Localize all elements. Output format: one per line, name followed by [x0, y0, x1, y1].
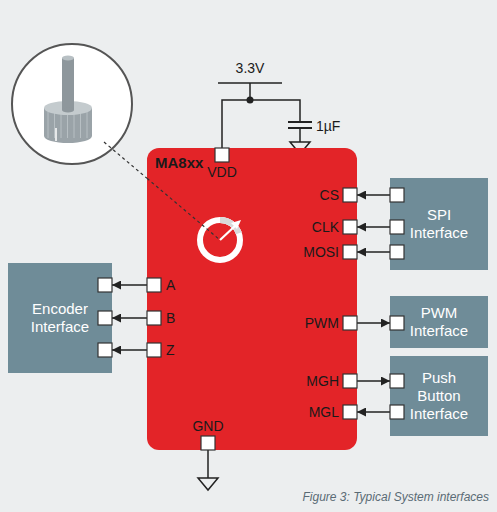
- pin-pad: [343, 316, 357, 330]
- pin-pad: [343, 374, 357, 388]
- signal-arrow: [357, 380, 390, 382]
- pin-pad: [390, 220, 404, 234]
- pin-name: PWM: [305, 315, 339, 331]
- interface-box: Push Button Interface: [390, 356, 488, 436]
- pin-pad: [98, 278, 112, 292]
- pin-pad: [390, 188, 404, 202]
- pin-pad: [343, 188, 357, 202]
- pin-pad: [390, 316, 404, 330]
- supply-voltage: 3.3V: [236, 60, 265, 76]
- signal-arrow: [357, 411, 390, 413]
- pin-name: B: [166, 310, 175, 326]
- interface-box: SPI Interface: [390, 178, 488, 270]
- pin-pad: [98, 343, 112, 357]
- pin-pad: [343, 220, 357, 234]
- pin-pad: [390, 374, 404, 388]
- interface-name: SPI Interface: [406, 206, 472, 242]
- signal-arrow: [357, 322, 390, 324]
- pin-pad: [147, 343, 161, 357]
- interface-name: PWM Interface: [406, 304, 472, 340]
- pin-name: CS: [320, 187, 339, 203]
- pin-pad: [147, 311, 161, 325]
- pin-pad: [390, 405, 404, 419]
- signal-arrow: [357, 194, 390, 196]
- pin-pad: [390, 245, 404, 259]
- pin-name: CLK: [312, 219, 339, 235]
- pin-pad: [98, 311, 112, 325]
- interface-box: PWM Interface: [390, 296, 488, 348]
- interface-name: Encoder Interface: [24, 300, 96, 336]
- magnet-knob-magnifier: [12, 44, 147, 178]
- pin-pad: [343, 245, 357, 259]
- pin-pad: [147, 278, 161, 292]
- figure-caption: Figure 3: Typical System interfaces: [302, 490, 489, 504]
- pin-name: VDD: [207, 164, 237, 180]
- junction-dot: [247, 97, 254, 104]
- pin-name: MGH: [306, 373, 339, 389]
- pin-name: MOSI: [303, 244, 339, 260]
- pin-name: A: [166, 277, 175, 293]
- pin-name: GND: [192, 418, 223, 434]
- signal-arrow: [112, 349, 147, 351]
- signal-arrow: [357, 226, 390, 228]
- chip-name: MA8xx: [155, 154, 203, 171]
- signal-arrow: [112, 317, 147, 319]
- pin-pad: [343, 405, 357, 419]
- signal-arrow: [357, 251, 390, 253]
- capacitor-value: 1µF: [316, 118, 340, 134]
- pin-name: MGL: [309, 404, 339, 420]
- interface-box: Encoder Interface: [8, 263, 112, 373]
- signal-arrow: [112, 284, 147, 286]
- pin-name: Z: [166, 342, 175, 358]
- interface-name: Push Button Interface: [406, 369, 472, 423]
